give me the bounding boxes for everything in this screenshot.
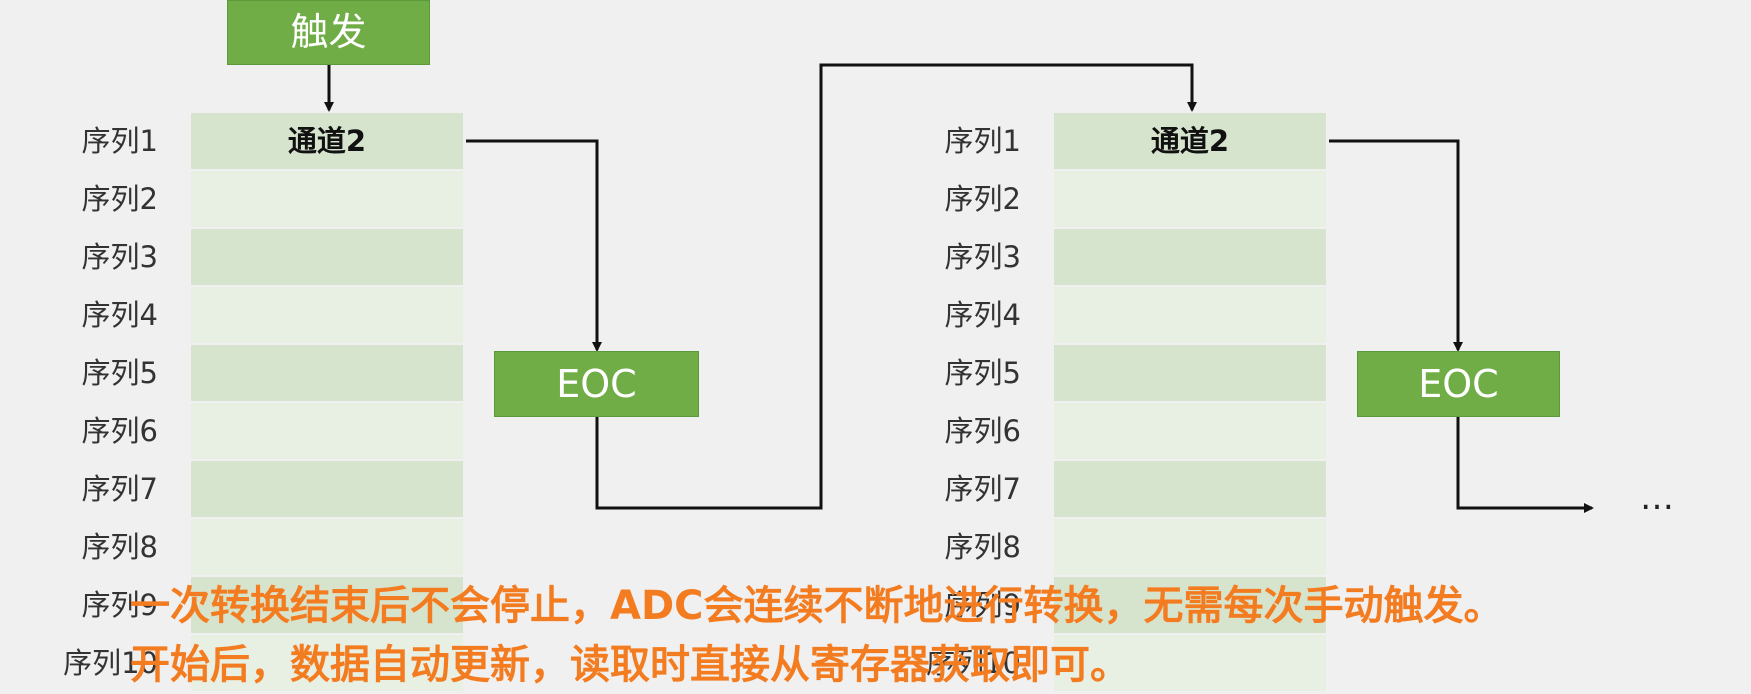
sequence-label: 序列5 — [944, 356, 1021, 390]
sequence-label: 序列3 — [944, 240, 1021, 274]
sequence-label: 序列7 — [944, 472, 1021, 506]
eoc-box-1: EOC — [494, 351, 699, 417]
ellipsis: … — [1640, 478, 1678, 518]
channel-cell: 通道2 — [191, 113, 463, 169]
sequence-label: 序列2 — [944, 182, 1021, 216]
eoc-loop-arrow — [595, 63, 1197, 510]
sequence-label: 序列8 — [81, 530, 158, 564]
channel-cell — [191, 345, 463, 401]
sequence-label: 序列1 — [81, 124, 158, 158]
trigger-box: 触发 — [227, 0, 430, 65]
sequence-label: 序列9 — [944, 588, 1021, 622]
continue-arrow — [1456, 417, 1594, 513]
sequence-label: 序列1 — [944, 124, 1021, 158]
eoc-label: EOC — [556, 362, 637, 406]
channel-cell — [191, 171, 463, 227]
channel-cell — [191, 229, 463, 285]
channel-cell — [1054, 287, 1326, 343]
channel-to-eoc-arrow-1 — [466, 139, 602, 352]
channel-cell — [191, 461, 463, 517]
channel-cell — [1054, 345, 1326, 401]
caption-line-1: 一次转换结束后不会停止，ADC会连续不断地进行转换，无需每次手动触发。 — [130, 583, 1504, 629]
sequence-label: 序列9 — [81, 588, 158, 622]
channel-cell — [191, 403, 463, 459]
sequence-label: 序列4 — [81, 298, 158, 332]
sequence-label: 序列2 — [81, 182, 158, 216]
sequence-label: 序列8 — [944, 530, 1021, 564]
sequence-label: 序列4 — [944, 298, 1021, 332]
sequence-label: 序列6 — [944, 414, 1021, 448]
eoc-label: EOC — [1418, 362, 1499, 406]
channel-cell — [1054, 635, 1326, 691]
channel-cell — [191, 577, 463, 633]
channel-to-eoc-arrow-2 — [1329, 139, 1463, 352]
channel-cell — [1054, 461, 1326, 517]
sequence-label: 序列7 — [81, 472, 158, 506]
channel-cell — [191, 519, 463, 575]
channel-cell — [1054, 171, 1326, 227]
sequence-label: 序列10 — [926, 646, 1021, 680]
channel-cell — [191, 635, 463, 691]
channel-cell — [1054, 577, 1326, 633]
channel-cell: 通道2 — [1054, 113, 1326, 169]
channel-cell — [1054, 519, 1326, 575]
channel-cell — [1054, 403, 1326, 459]
sequence-label: 序列3 — [81, 240, 158, 274]
trigger-label: 触发 — [290, 10, 367, 54]
sequence-label: 序列6 — [81, 414, 158, 448]
channel-cell — [191, 287, 463, 343]
sequence-label: 序列10 — [63, 646, 158, 680]
sequence-label: 序列5 — [81, 356, 158, 390]
caption-line-2: 开始后，数据自动更新，读取时直接从寄存器获取即可。 — [130, 642, 1130, 688]
channel-cell — [1054, 229, 1326, 285]
eoc-box-2: EOC — [1357, 351, 1560, 417]
